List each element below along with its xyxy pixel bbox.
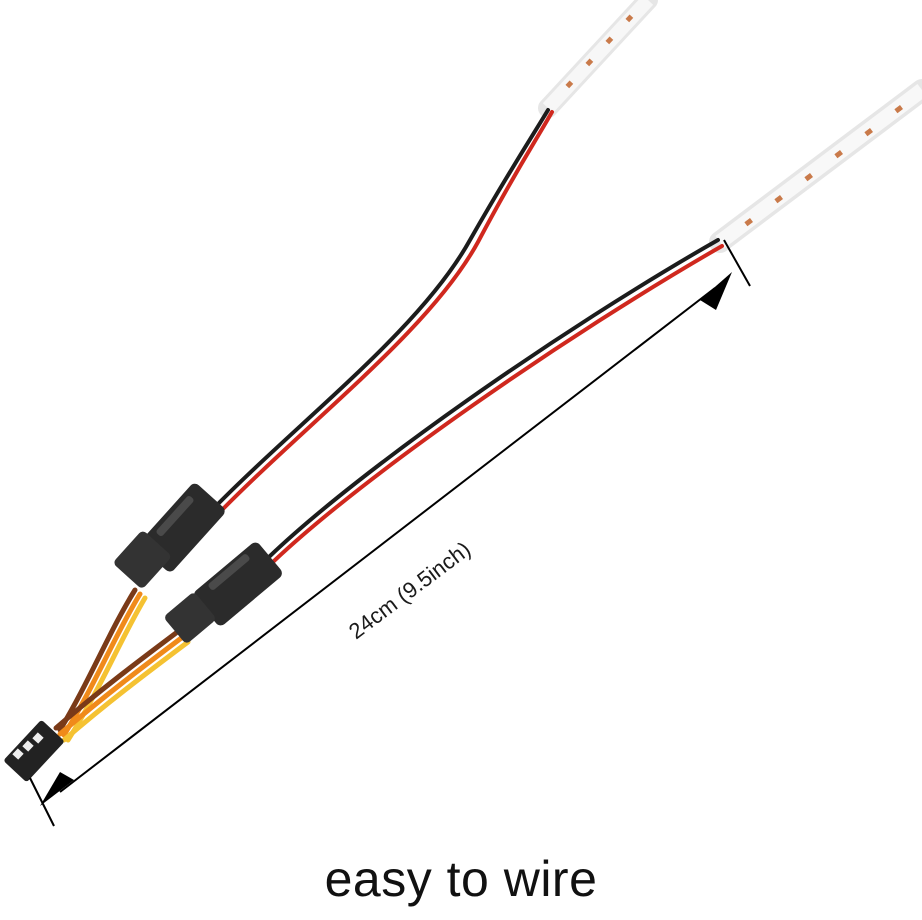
measure-line (59, 287, 716, 793)
servo-plug (4, 720, 64, 782)
tick-right (723, 239, 751, 287)
wire-pair-upper (210, 108, 554, 516)
arrowhead-left (40, 772, 74, 806)
wire-pair-lower (268, 238, 724, 563)
tick-left (29, 777, 55, 827)
splitter-wires (53, 587, 191, 743)
caption: easy to wire (324, 851, 598, 907)
led-strip-lower (709, 79, 922, 253)
connector-lower (165, 542, 282, 643)
measurement-label: 24cm (9.5inch) (344, 536, 475, 644)
arrowhead-right (700, 272, 732, 310)
measurement-indicator: 24cm (9.5inch) (29, 239, 751, 827)
led-strip-upper (538, 0, 658, 118)
connector-upper (114, 483, 225, 588)
